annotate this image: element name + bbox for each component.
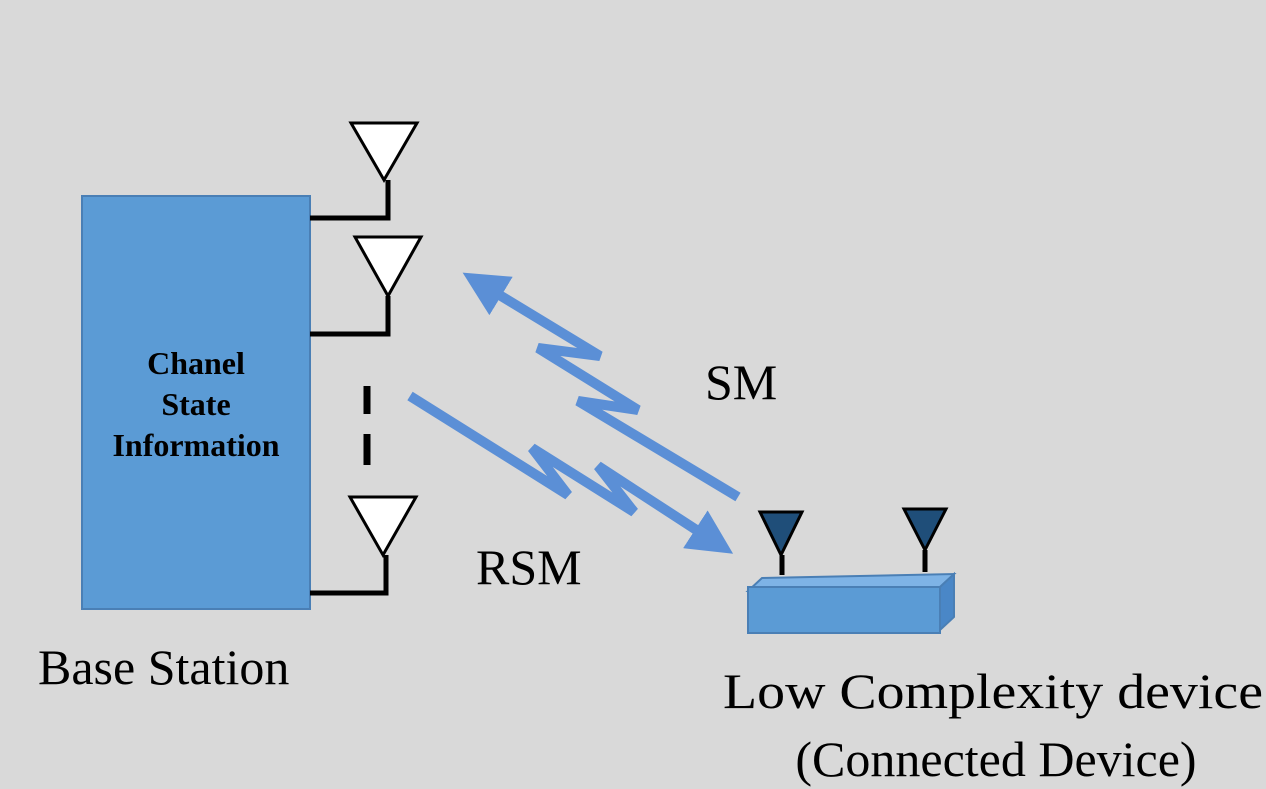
antenna-icon <box>352 235 424 300</box>
block-line-1: Chanel <box>147 345 245 381</box>
block-line-3: Information <box>112 427 279 463</box>
device-antenna-icon <box>901 507 949 572</box>
arrow-icon <box>407 391 734 554</box>
device-antenna-icon <box>757 510 805 575</box>
antenna-icon <box>348 121 420 183</box>
arrow-icon <box>462 272 741 502</box>
device-label-line1: Low Complexity device <box>723 663 1263 719</box>
block-line-2: State <box>161 386 230 422</box>
base-station-block <box>81 195 311 610</box>
device-body <box>745 571 957 634</box>
rsm-label: RSM <box>476 539 582 595</box>
antenna-feeds <box>310 180 391 596</box>
base-station-label: Base Station <box>38 639 289 695</box>
device-label-line2: (Connected Device) <box>795 731 1196 787</box>
sm-label: SM <box>705 354 777 410</box>
antenna-icon <box>347 495 419 559</box>
